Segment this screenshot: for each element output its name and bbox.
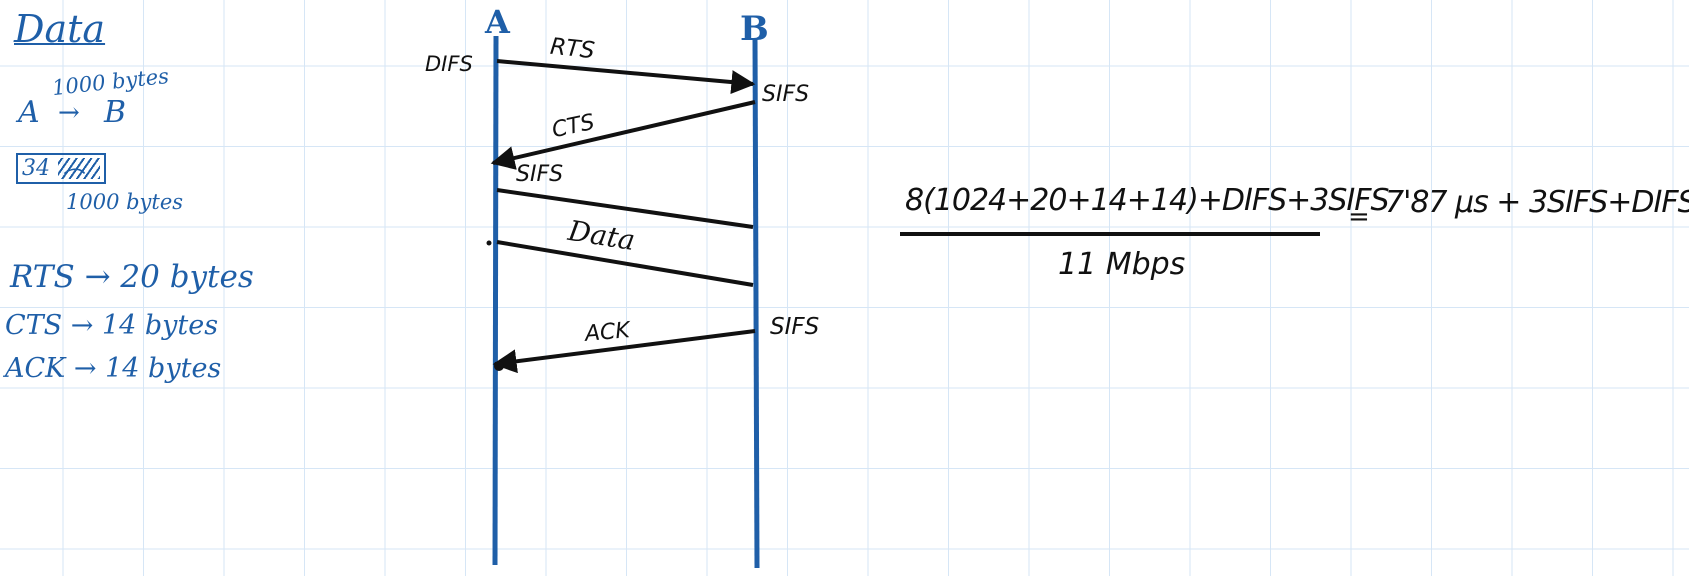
station-b-timeline [752,37,760,569]
frame-payload-hatch [58,158,100,179]
cts-message-arrow [490,100,756,170]
sifs-label-a: SIFS [516,162,564,187]
sifs-label-b1: SIFS [762,82,810,107]
formula-denominator: 11 Mbps [1058,247,1186,282]
ack-size-note: ACK → 14 bytes [5,353,222,384]
formula-numerator: 8(1024+20+14+14)+DIFS+3SIFS [905,183,1390,218]
sifs-gap-line [496,188,754,229]
transfer-arrow: → [58,98,80,128]
cts-size-note: CTS → 14 bytes [5,310,219,341]
ack-arrival-dot [494,361,504,371]
difs-label: DIFS [425,52,473,76]
station-a-label: A [485,3,510,41]
rts-message-arrow [496,59,756,95]
transfer-to-label: B [104,95,127,130]
frame-payload-label: 1000 bytes [66,190,184,214]
formula-result: 7'87 μs + 3SIFS+DIFS [1385,185,1689,220]
data-start-dot [486,240,492,246]
rts-size-note: RTS → 20 bytes [10,259,254,295]
sifs-label-b2: SIFS [770,314,820,340]
frame-header-label: 34 [22,156,50,181]
frame-diagram: 34 [16,153,106,184]
frame-brace: ⌒ [60,168,83,193]
ack-label: ACK [583,318,631,347]
transfer-from-label: A [18,95,40,130]
formula-equals: = [1348,202,1370,232]
notes-title: Data [14,7,106,51]
station-b-label: B [740,9,769,49]
data-message-line [496,240,754,287]
ack-message-arrow [492,329,756,374]
station-a-timeline [492,35,499,566]
rts-label: RTS [548,33,596,65]
